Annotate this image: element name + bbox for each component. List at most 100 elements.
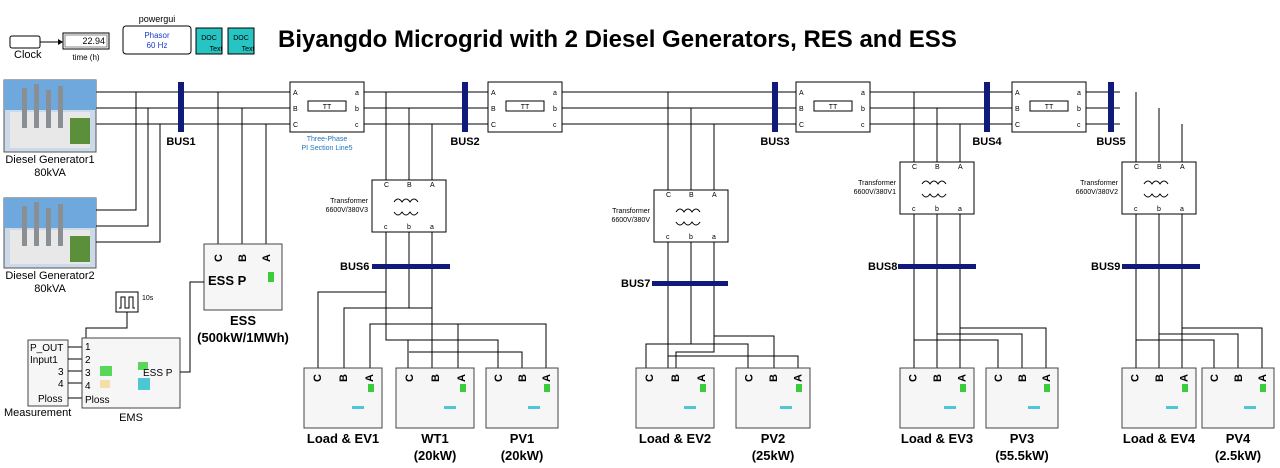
pi1-port-ra: a xyxy=(355,90,359,97)
load-9-port-1: B xyxy=(1233,374,1245,382)
signal-indicator-icon xyxy=(944,406,956,409)
load-4-port-0: C xyxy=(644,374,656,382)
pi3-port-ra: a xyxy=(861,90,865,97)
transformer-3[interactable]: C B A c b a Transformer 6600V/380V1 xyxy=(854,161,975,215)
bus8[interactable]: BUS8 xyxy=(868,261,976,273)
bus5[interactable]: BUS5 xyxy=(1096,82,1126,148)
load-2-port-1: B xyxy=(430,374,442,382)
load-7-port-2: A xyxy=(1041,374,1053,382)
generator-2-name: Diesel Generator2 xyxy=(5,270,94,282)
t2-top-b: B xyxy=(689,192,694,199)
t1-top-a: A xyxy=(430,182,435,189)
pi4-port-c: C xyxy=(1015,122,1020,129)
t4-bot-c: c xyxy=(1134,206,1138,213)
bus6-feeder-wires xyxy=(317,269,547,368)
bus1[interactable]: BUS1 xyxy=(166,82,196,148)
bus6[interactable]: BUS6 xyxy=(340,261,450,273)
status-indicator-icon xyxy=(1260,384,1266,392)
load-3-port-2: A xyxy=(541,374,553,382)
status-indicator-icon xyxy=(960,384,966,392)
bus7[interactable]: BUS7 xyxy=(621,278,728,290)
load-8-name: Load & EV4 xyxy=(1123,431,1196,446)
t3-bot-b: b xyxy=(935,206,939,213)
bus2-label: BUS2 xyxy=(450,136,479,148)
ess-wires xyxy=(217,92,267,244)
load-7-rating: (55.5kW) xyxy=(995,448,1048,463)
powergui-block[interactable]: powergui Phasor 60 Hz xyxy=(122,14,192,55)
transformer-4[interactable]: C B A c b a Transformer 6600V/380V2 xyxy=(1076,161,1197,215)
diesel-generator-1[interactable]: Diesel Generator1 80kVA xyxy=(3,79,97,179)
diesel-generator-2[interactable]: Diesel Generator2 80kVA xyxy=(3,197,97,295)
load-3-port-0: C xyxy=(493,374,505,382)
pi-section-3[interactable]: TT A B C a b c xyxy=(795,81,871,133)
bus8-feeder-wires xyxy=(913,269,1047,368)
bus2[interactable]: BUS2 xyxy=(450,82,480,148)
bus9[interactable]: BUS9 xyxy=(1091,261,1200,273)
pi4-port-b: B xyxy=(1015,106,1020,113)
bus3-label: BUS3 xyxy=(760,136,789,148)
doc-block-2-l2: Text xyxy=(242,46,255,53)
ess-port-b: B xyxy=(237,254,249,262)
load-9-rating: (2.5kW) xyxy=(1215,448,1261,463)
pi3-port-b: B xyxy=(799,106,804,113)
load-3-rating: (20kW) xyxy=(501,448,544,463)
transformer-4-line1: Transformer xyxy=(1080,180,1119,187)
transformer-1[interactable]: C B A c b a Transformer 6600V/380V3 xyxy=(326,179,447,233)
bus3[interactable]: BUS3 xyxy=(760,82,790,148)
clock-block[interactable]: Clock xyxy=(9,35,42,61)
time-display-block[interactable]: 22.94 time (h) xyxy=(62,32,110,62)
t3-top-c: C xyxy=(912,164,917,171)
t4-top-b: B xyxy=(1157,164,1162,171)
pi-section-4[interactable]: TT A B C a b c xyxy=(1011,81,1087,133)
transformer-3-line2: 6600V/380V1 xyxy=(854,189,897,196)
load-5-name: PV2 xyxy=(761,431,786,446)
doc-block-1[interactable]: DOC Text xyxy=(195,27,223,55)
load-1-port-1: B xyxy=(338,374,350,382)
transformer-4-hv-wires xyxy=(1135,92,1183,162)
ess-rating: (500kW/1MWh) xyxy=(197,330,289,345)
pi1-port-c: C xyxy=(293,122,298,129)
doc-block-2[interactable]: DOC Text xyxy=(227,27,255,55)
ess-port-a: A xyxy=(261,254,273,262)
pi1-port-rb: b xyxy=(355,106,359,113)
pi4-port-rc: c xyxy=(1077,122,1081,129)
t1-bot-b: b xyxy=(407,224,411,231)
load-6-port-0: C xyxy=(907,374,919,382)
load-8-port-1: B xyxy=(1154,374,1166,382)
pi-section-2[interactable]: TT A B C a b c xyxy=(487,81,563,133)
signal-indicator-icon xyxy=(444,406,456,409)
load-4-port-1: B xyxy=(670,374,682,382)
pi-section-1[interactable]: TT A B C a b c Three-Phase PI Section Li… xyxy=(289,81,365,152)
transformer-1-line2: 6600V/380V3 xyxy=(326,207,369,214)
bus4[interactable]: BUS4 xyxy=(972,82,1003,148)
pulse-block[interactable]: 10s xyxy=(115,291,154,313)
transformer-2[interactable]: C B A c b a Transformer 6600V/380V xyxy=(611,189,729,243)
load-2-port-0: C xyxy=(404,374,416,382)
measurement-block[interactable]: P_OUT Input1 3 4 Ploss Measurement xyxy=(4,339,71,419)
doc-block-1-l2: Text xyxy=(210,46,223,53)
pi2-port-a: A xyxy=(491,90,496,97)
doc-block-1-l1: DOC xyxy=(201,35,217,42)
t3-top-b: B xyxy=(935,164,940,171)
load-3-port-1: B xyxy=(517,374,529,382)
load-8-port-0: C xyxy=(1129,374,1141,382)
signal-indicator-icon xyxy=(1028,406,1040,409)
pi4-port-rb: b xyxy=(1077,106,1081,113)
load-2-rating: (20kW) xyxy=(414,448,457,463)
ems-block[interactable]: 1 2 3 4 Ploss ESS P EMS xyxy=(81,337,181,424)
measurement-name: Measurement xyxy=(4,407,71,419)
pi3-port-rc: c xyxy=(861,122,865,129)
transformer-2-line2: 6600V/380V xyxy=(611,217,650,224)
ess-block[interactable]: C B A ESS P ESS (500kW/1MWh) xyxy=(197,243,289,345)
pulse-label: 10s xyxy=(142,295,154,302)
